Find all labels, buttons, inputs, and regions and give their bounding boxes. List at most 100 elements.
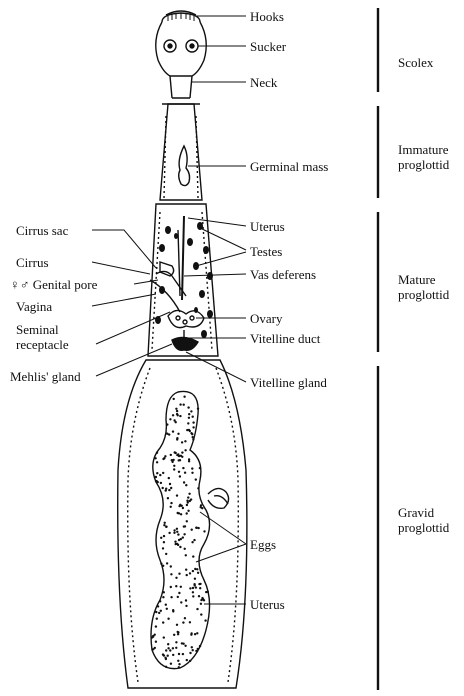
egg-dot — [172, 414, 174, 416]
egg-dot — [155, 641, 157, 643]
egg-dot — [186, 659, 188, 661]
egg-dot — [175, 585, 177, 587]
egg-dot — [192, 587, 194, 589]
egg-dot — [176, 438, 178, 440]
egg-dot — [175, 452, 177, 454]
egg-dot — [192, 555, 194, 557]
egg-dot — [184, 548, 186, 550]
label-eggs: Eggs — [250, 537, 276, 552]
egg-dot — [180, 601, 182, 603]
egg-dot — [193, 539, 195, 541]
egg-dot — [186, 504, 188, 506]
egg-dot — [186, 520, 188, 522]
egg-dot — [167, 497, 169, 499]
egg-dot — [176, 543, 178, 545]
egg-dot — [162, 472, 164, 474]
egg-dot — [178, 539, 180, 541]
egg-dot — [197, 408, 199, 410]
egg-dot — [191, 467, 193, 469]
egg-dot — [178, 471, 180, 473]
egg-dot — [181, 441, 183, 443]
egg-dot — [164, 522, 166, 524]
egg-dot — [168, 532, 170, 534]
egg-dot — [194, 633, 196, 635]
egg-dot — [155, 625, 157, 627]
egg-dot — [184, 440, 186, 442]
egg-dot — [200, 603, 202, 605]
egg-dot — [177, 596, 179, 598]
egg-dot — [186, 512, 188, 514]
egg-dot — [190, 634, 192, 636]
egg-dot — [183, 404, 185, 406]
region-label-immature-2: proglottid — [398, 157, 449, 172]
ovary-shape — [168, 310, 204, 327]
egg-dot — [197, 648, 199, 650]
sucker-shape — [164, 40, 198, 52]
egg-dot — [176, 410, 178, 412]
egg-dot — [169, 483, 171, 485]
egg-dot — [187, 510, 189, 512]
egg-dot — [160, 563, 162, 565]
region-label-scolex: Scolex — [398, 55, 433, 70]
egg-dot — [168, 477, 170, 479]
egg-dot — [185, 599, 187, 601]
egg-dot — [184, 617, 186, 619]
egg-dot — [169, 418, 171, 420]
egg-dot — [191, 529, 193, 531]
egg-dot — [170, 586, 172, 588]
hooks-shape — [168, 13, 194, 21]
egg-dot — [160, 610, 162, 612]
egg-dot — [196, 608, 198, 610]
label-uterus-bottom: Uterus — [250, 597, 285, 612]
egg-dot — [174, 541, 176, 543]
egg-dot — [173, 468, 175, 470]
egg-dot — [182, 536, 184, 538]
egg-dot — [181, 456, 183, 458]
label-ovary: Ovary — [250, 311, 283, 326]
egg-dot — [178, 653, 180, 655]
egg-dot — [170, 596, 172, 598]
egg-dot — [191, 646, 193, 648]
egg-dot — [199, 467, 201, 469]
egg-dot — [202, 598, 204, 600]
egg-dot — [194, 578, 196, 580]
egg-dot — [165, 658, 167, 660]
egg-dot — [179, 546, 181, 548]
egg-dot — [178, 592, 180, 594]
egg-dot — [162, 487, 164, 489]
egg-dot — [162, 458, 164, 460]
egg-dot — [167, 647, 169, 649]
label-germinal-mass: Germinal mass — [250, 159, 328, 174]
egg-dot — [197, 572, 199, 574]
egg-dot — [173, 529, 175, 531]
egg-dot — [189, 621, 191, 623]
vitelline-gland-shape — [172, 330, 198, 350]
egg-dot — [196, 632, 198, 634]
egg-dot — [162, 621, 164, 623]
egg-dot — [193, 583, 195, 585]
egg-dot — [200, 613, 202, 615]
egg-dot — [166, 433, 168, 435]
egg-dot — [170, 487, 172, 489]
egg-dot — [172, 609, 174, 611]
egg-dot — [176, 413, 178, 415]
egg-dot — [166, 423, 168, 425]
egg-dot — [179, 415, 181, 417]
egg-dot — [185, 554, 187, 556]
region-label-mature-1: Mature — [398, 272, 436, 287]
label-genital-pore: ♀♂ Genital pore — [10, 277, 97, 292]
egg-dot — [156, 618, 158, 620]
egg-dot — [183, 525, 185, 527]
egg-dot — [173, 532, 175, 534]
egg-dot — [197, 487, 199, 489]
egg-dot — [172, 647, 174, 649]
egg-dot — [177, 533, 179, 535]
egg-dot — [162, 653, 164, 655]
egg-dot — [179, 504, 181, 506]
egg-dot — [157, 605, 159, 607]
egg-dot — [163, 591, 165, 593]
egg-dot — [154, 457, 156, 459]
egg-dot — [159, 474, 161, 476]
region-label-gravid-2: proglottid — [398, 520, 449, 535]
